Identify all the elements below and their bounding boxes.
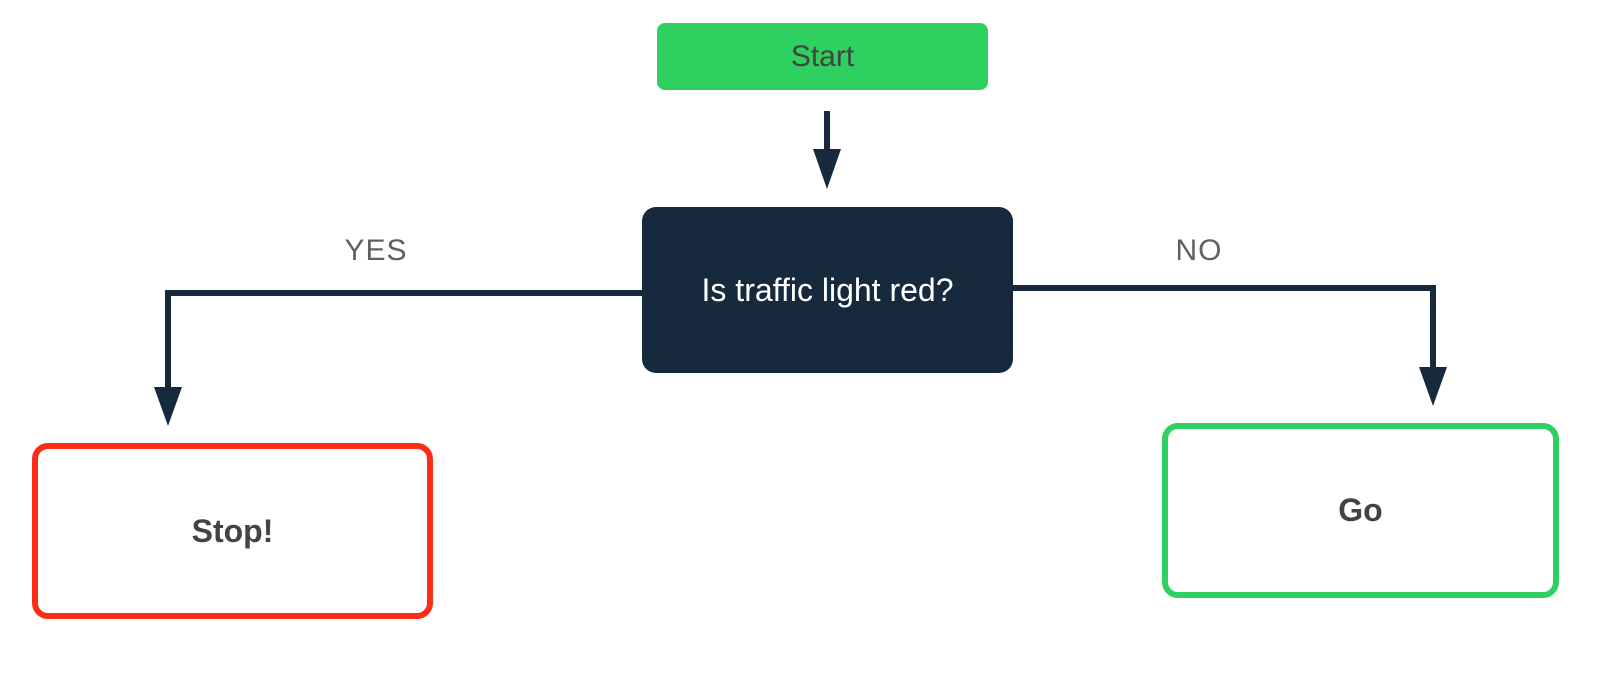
arrowhead-down-icon: [813, 149, 841, 189]
node-go-label: Go: [1338, 492, 1383, 528]
node-decision: Is traffic light red?: [642, 207, 1013, 373]
connector-yes-branch: [165, 290, 642, 390]
node-stop: Stop!: [32, 443, 433, 619]
edge-label-no: NO: [1175, 234, 1223, 267]
connector-no-branch: [1013, 285, 1436, 370]
arrowhead-down-icon: [154, 387, 182, 426]
edge-label-yes: YES: [344, 234, 408, 267]
node-stop-label: Stop!: [191, 512, 274, 549]
node-go: Go: [1162, 423, 1559, 598]
node-start: Start: [657, 23, 988, 90]
arrowhead-down-icon: [1419, 367, 1447, 406]
node-start-label: Start: [790, 39, 855, 73]
node-decision-label: Is traffic light red?: [701, 271, 954, 308]
